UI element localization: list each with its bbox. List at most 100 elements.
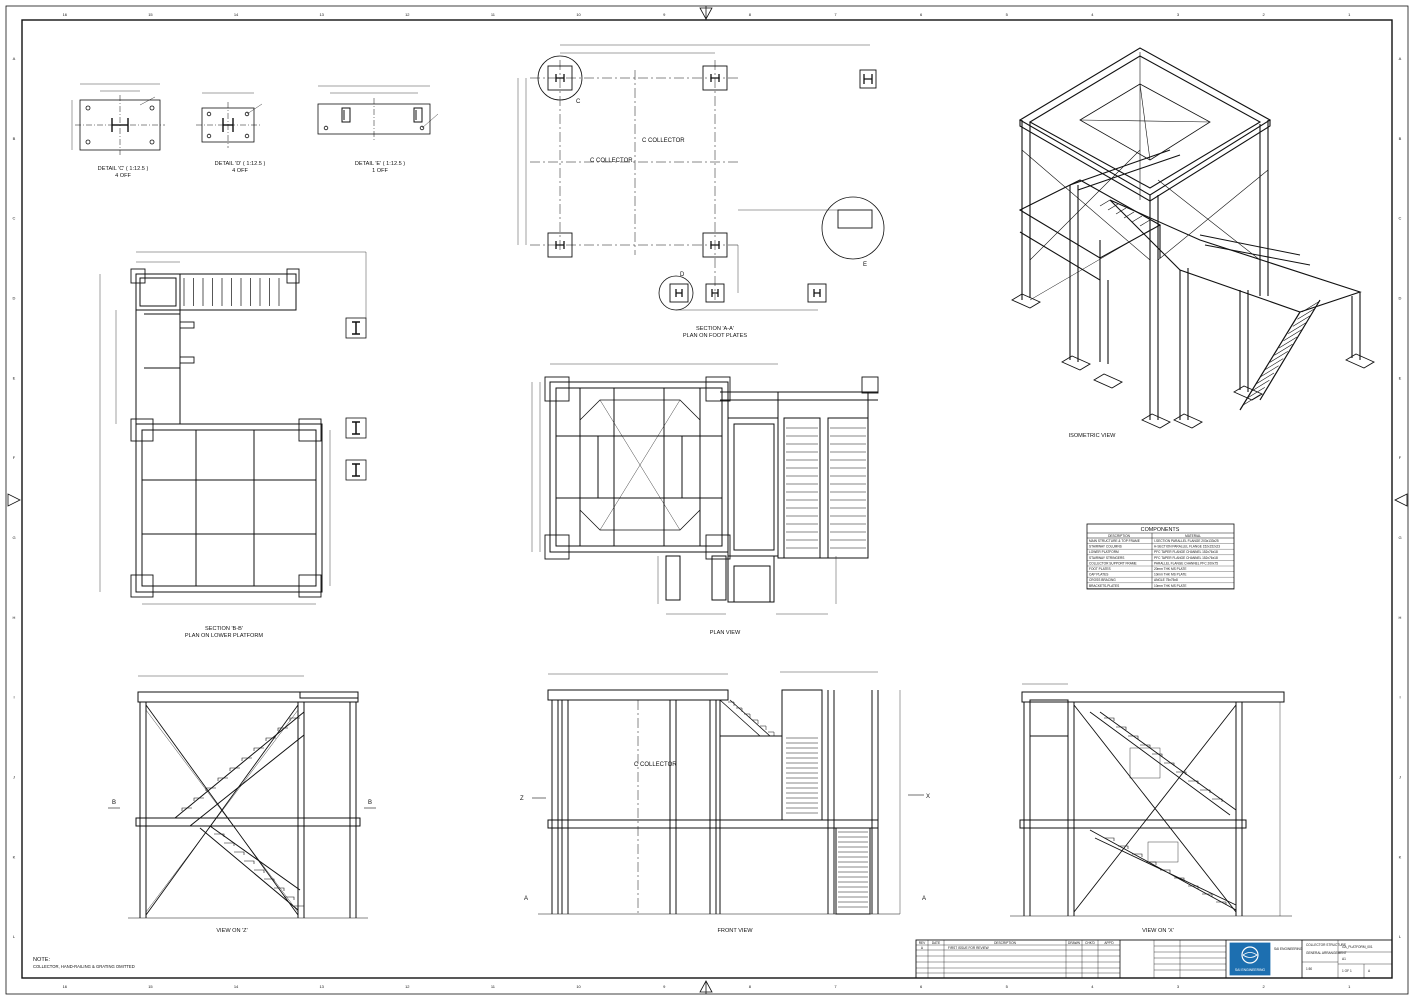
title-block-drawing-number: GA_PLATFORM_001	[1342, 945, 1373, 949]
marker-z: Z	[520, 796, 524, 802]
stair-tread	[760, 725, 767, 730]
section-bb-subtitle: PLAN ON LOWER PLATFORM	[185, 633, 264, 639]
stair-tread	[1278, 336, 1298, 349]
stair-tread	[1269, 351, 1288, 363]
stair-tread	[1202, 893, 1213, 897]
border-zone-number: 16	[63, 12, 68, 17]
stair-tread	[241, 757, 252, 761]
section-aa-view: C D E C COLLECTOR C COLLECTOR SECTION 'A…	[517, 44, 885, 339]
stair-tread	[244, 860, 255, 864]
border-zone-letter: G	[1398, 535, 1401, 540]
border-zone-letter: H	[13, 615, 16, 620]
stair-tread	[1164, 762, 1175, 766]
view-z-title: VIEW ON 'Z'	[216, 928, 247, 934]
stair-tread	[274, 887, 285, 891]
border-zone-letter: I	[13, 695, 14, 700]
title-block-drawing-title: GENERAL ARRANGEMENT	[1306, 951, 1347, 955]
title-block-sheet: 1 OF 1	[1342, 969, 1352, 973]
border-zone-number: 7	[834, 12, 837, 17]
stair-tread	[1132, 853, 1143, 857]
components-header-material: MATERIAL	[1185, 534, 1201, 538]
stair-tread	[1251, 379, 1270, 392]
section-aa-title: SECTION 'A-A'	[696, 326, 734, 332]
sheet-border: 1616151514141313121211111010998877665544…	[5, 5, 1409, 995]
component-material: 10mm THK MS PLATE	[1154, 584, 1186, 588]
stair-tread	[214, 833, 225, 837]
component-description: CAP PLATES	[1089, 573, 1108, 577]
border-zone-number: 10	[576, 984, 581, 989]
component-material: I-SECTION PARALLEL FLANGE 203x133x25	[1154, 539, 1219, 543]
stair-tread	[277, 727, 288, 731]
stair-tread	[1140, 744, 1151, 748]
stair-tread	[294, 905, 305, 909]
border-zone-letter: H	[1399, 615, 1402, 620]
border-zone-number: 1	[1348, 984, 1351, 989]
stair-tread	[744, 713, 751, 718]
plan-view: PLAN VIEW	[531, 363, 879, 636]
border-zone-letter: K	[1399, 854, 1402, 859]
detail-d: DETAIL 'D' ( 1:12.5 ) 4 OFF	[196, 92, 265, 174]
stair-tread	[1216, 901, 1227, 905]
stair-tread	[265, 737, 276, 741]
stair-tread	[1104, 717, 1115, 721]
stair-tread	[193, 797, 204, 801]
view-x-stair-treads	[1104, 717, 1227, 905]
stair-tread	[1288, 322, 1307, 334]
stair-tread	[1131, 215, 1143, 223]
component-material: PFC TAPER FLANGE CHANNEL 152x76x18	[1154, 556, 1218, 560]
detail-e-title: DETAIL 'E' ( 1:12.5 )	[355, 161, 405, 167]
border-zone-letter: E	[13, 375, 16, 380]
stair-tread	[284, 896, 295, 900]
title-block-rev: A	[1368, 969, 1371, 973]
rev-header-drawn: DRAWN	[1068, 941, 1081, 945]
stair-tread	[1260, 365, 1279, 378]
stair-tread	[1292, 315, 1311, 327]
border-zone-number: 13	[319, 12, 324, 17]
rev-header-description: DESCRIPTION	[994, 941, 1016, 945]
stair-tread	[768, 731, 775, 736]
border-zone-number: 4	[1091, 984, 1094, 989]
title-block-size: A1	[1342, 957, 1346, 961]
rev-header-date: DATE	[932, 941, 940, 945]
border-zone-number: 8	[749, 12, 752, 17]
stair-tread	[253, 747, 264, 751]
detail-e-qty: 1 OFF	[372, 168, 388, 174]
section-bb-view: SECTION 'B-B' PLAN ON LOWER PLATFORM	[99, 251, 367, 639]
border-zone-letter: J	[1399, 774, 1401, 779]
section-aa-subtitle: PLAN ON FOOT PLATES	[683, 333, 747, 339]
border-zone-letter: D	[1399, 295, 1402, 300]
stair-tread	[289, 717, 300, 721]
border-zone-letter: L	[1399, 934, 1402, 939]
border-zone-number: 14	[234, 12, 239, 17]
component-description: CROSS BRACING	[1089, 578, 1116, 582]
border-zone-number: 11	[491, 12, 496, 17]
stair-tread	[1200, 789, 1211, 793]
stair-tread	[205, 787, 216, 791]
stair-tread	[254, 869, 265, 873]
border-zone-number: 14	[234, 984, 239, 989]
stair-tread	[1297, 307, 1316, 320]
border-zone-number: 5	[1006, 984, 1009, 989]
collector-label-b: C COLLECTOR	[590, 158, 633, 164]
logo-company-name: SAI ENGINEERING	[1235, 968, 1266, 972]
stair-tread	[1107, 203, 1119, 211]
border-zone-letter: G	[12, 535, 15, 540]
border-zone-number: 9	[663, 984, 666, 989]
border-zone-number: 3	[1177, 984, 1180, 989]
rev-header-rev: REV	[919, 941, 926, 945]
border-zone-number: 3	[1177, 12, 1180, 17]
stair-tread	[1123, 211, 1135, 219]
border-zone-number: 5	[1006, 12, 1009, 17]
border-zone-letter: D	[13, 295, 16, 300]
title-block-company: SAI ENGINEERING	[1274, 947, 1303, 951]
border-zone-numbers: 1616151514141313121211111010998877665544…	[63, 12, 1351, 989]
drawing-note: NOTE: COLLECTOR, HAND-RAILING & GRATING …	[33, 957, 135, 969]
component-material: H-SECTION PARALLEL FLANGE 152x152x23	[1154, 545, 1220, 549]
border-zone-number: 6	[920, 984, 923, 989]
detail-e: DETAIL 'E' ( 1:12.5 ) 1 OFF	[317, 85, 439, 174]
collector-label-a: C COLLECTOR	[642, 138, 685, 144]
isometric-title: ISOMETRIC VIEW	[1069, 433, 1117, 439]
title-block-scale: 1:50	[1306, 967, 1312, 971]
